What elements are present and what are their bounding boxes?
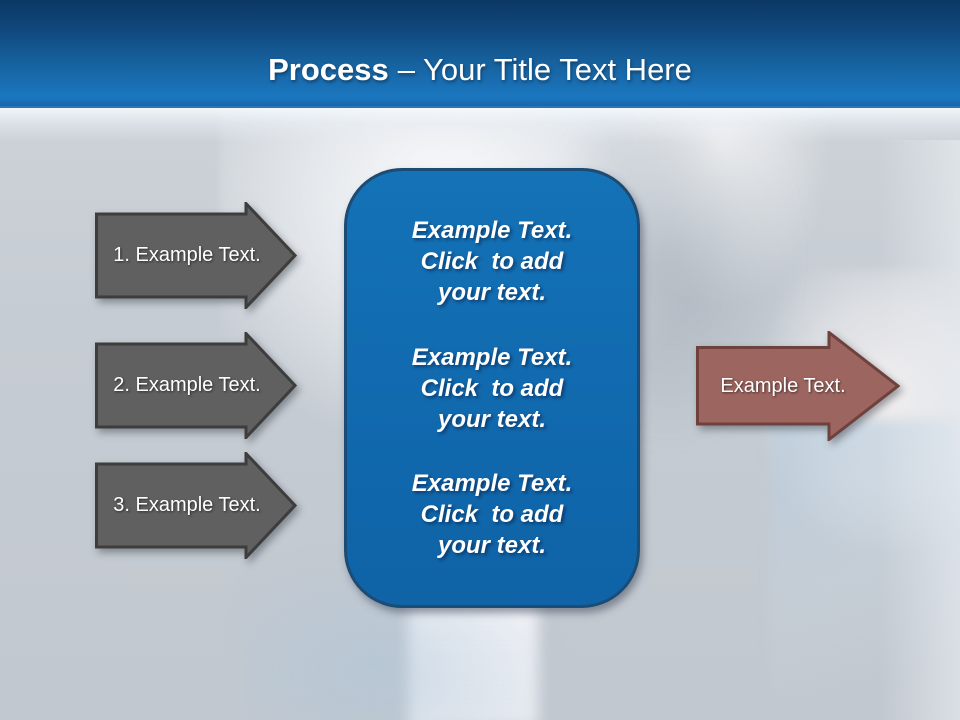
slide-title: Process– Your Title Text Here bbox=[0, 52, 960, 88]
result-arrow[interactable]: Example Text. bbox=[696, 331, 900, 441]
panel-text-block-3[interactable]: Example Text. Click to add your text. bbox=[365, 468, 619, 561]
process-arrow-1-label: 1. Example Text. bbox=[113, 244, 261, 266]
panel-text-line: your text. bbox=[437, 279, 547, 306]
panel-text-line: your text. bbox=[437, 405, 547, 433]
slide-title-bold: Process bbox=[268, 52, 389, 87]
center-text-panel[interactable]: Example Text. Click to add your text. Ex… bbox=[344, 168, 640, 608]
panel-text-line: Example Text. bbox=[411, 217, 573, 244]
panel-text-line: Click to add bbox=[420, 248, 564, 275]
result-arrow-label: Example Text. bbox=[720, 374, 846, 397]
panel-text-line: Example Text. bbox=[411, 343, 573, 371]
process-arrow-2-label: 2. Example Text. bbox=[113, 374, 261, 396]
panel-text-block-1[interactable]: Example Text. Click to add your text. bbox=[365, 215, 619, 308]
process-arrow-1[interactable]: 1. Example Text. bbox=[95, 202, 297, 309]
panel-text-block-2[interactable]: Example Text. Click to add your text. bbox=[365, 342, 619, 435]
process-arrow-2[interactable]: 2. Example Text. bbox=[95, 332, 297, 439]
slide-title-rest: – Your Title Text Here bbox=[397, 52, 692, 87]
panel-text-line: Example Text. bbox=[411, 470, 573, 497]
panel-text-line: Click to add bbox=[420, 501, 564, 528]
right-arrow-shape-icon bbox=[95, 452, 297, 559]
background-photo-denim-right bbox=[770, 420, 960, 720]
slide-header: Process– Your Title Text Here bbox=[0, 0, 960, 108]
panel-text-line: your text. bbox=[437, 532, 547, 559]
header-fade-edge bbox=[0, 108, 960, 142]
process-arrow-3[interactable]: 3. Example Text. bbox=[95, 452, 297, 559]
process-arrow-3-label: 3. Example Text. bbox=[113, 494, 261, 516]
panel-text-line: Click to add bbox=[420, 374, 564, 402]
